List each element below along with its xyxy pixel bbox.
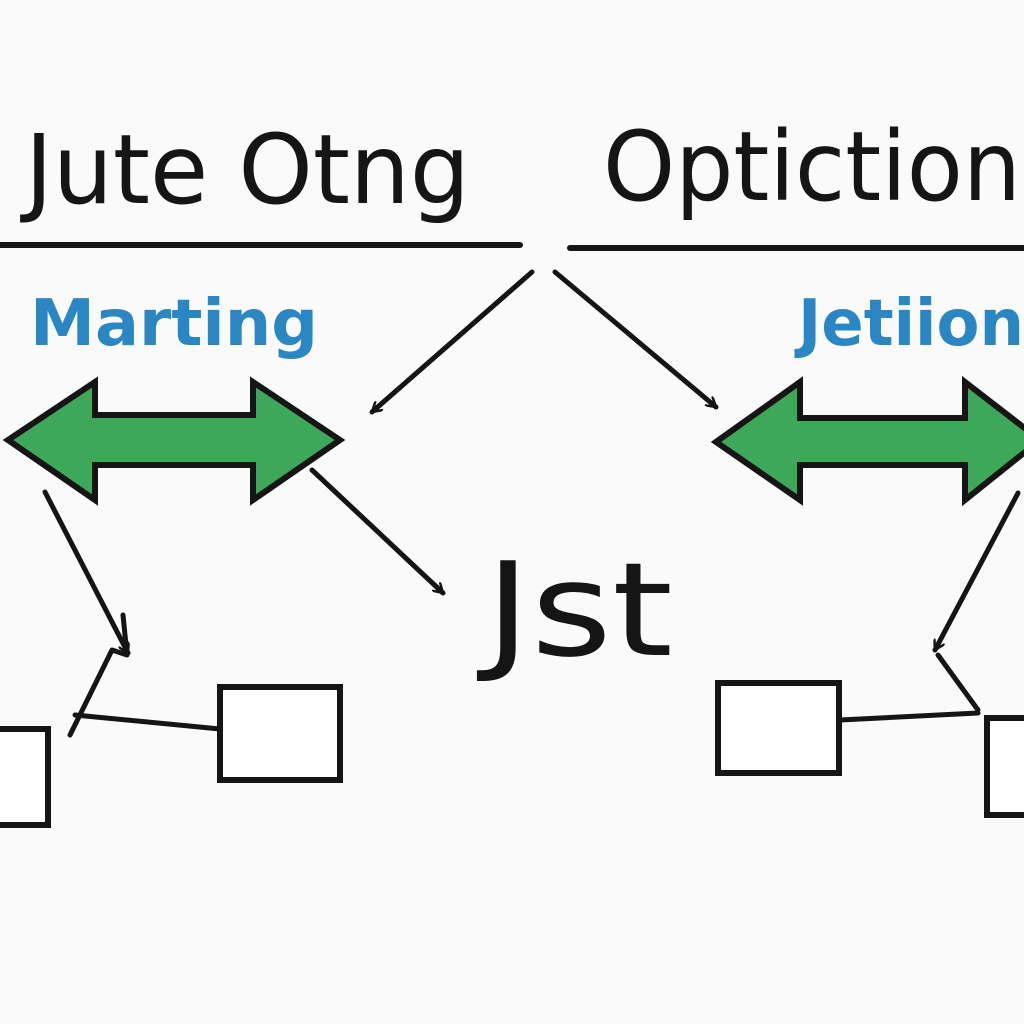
right-zigzag-connector [935,652,981,713]
right-edge-box [984,715,1024,818]
left-zigzag-connector [67,612,130,738]
right-double-arrow [710,375,1024,507]
left-edge-box [0,726,51,828]
right-link-to-box [837,710,981,723]
left-heading: Jute Otng [20,114,470,226]
left-node-box [217,684,343,783]
right-node-box [715,680,842,776]
right-heading: Optiction [603,111,1021,223]
left-subheading: Marting [30,287,318,361]
top-left-arrow [369,269,535,415]
left-down-arrow [42,489,131,656]
right-down-arrow [932,490,1021,653]
left-to-center-arrow [309,467,446,596]
left-double-arrow [2,376,346,506]
left-link-to-box [72,712,223,732]
top-right-arrow [552,269,719,410]
center-label: Jst [477,534,673,686]
right-subheading: Jetiion [794,287,1024,361]
